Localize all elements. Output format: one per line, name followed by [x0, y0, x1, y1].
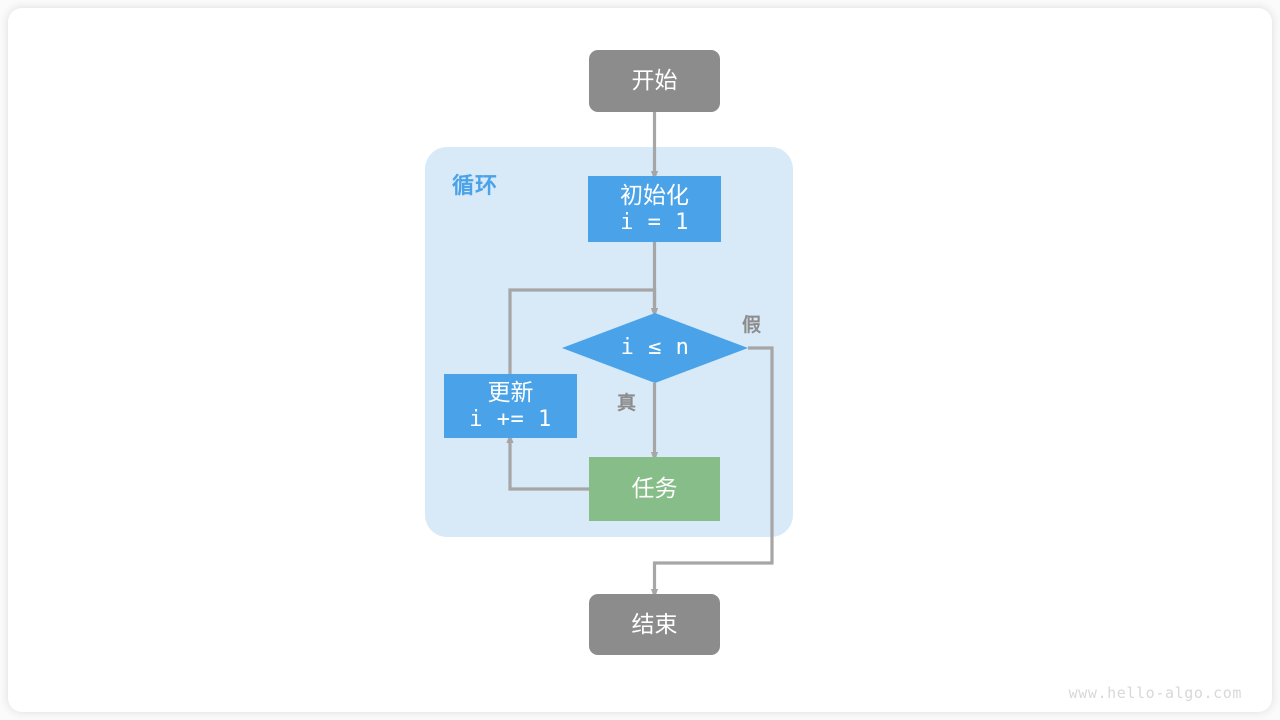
node-init	[588, 176, 721, 242]
node-update	[444, 374, 577, 438]
node-task	[589, 457, 720, 521]
edge-update-to-condition	[508, 288, 659, 374]
loop-container-label: 循环	[452, 173, 499, 198]
node-condition	[562, 313, 748, 383]
edge-label-true: 真	[617, 393, 637, 414]
node-start	[589, 50, 720, 112]
node-end	[589, 594, 720, 655]
edge-label-false: 假	[742, 315, 762, 336]
edge-task-to-update	[506, 433, 589, 491]
edge-condition-false-to-end	[650, 346, 774, 599]
watermark: www.hello-algo.com	[1068, 684, 1242, 702]
